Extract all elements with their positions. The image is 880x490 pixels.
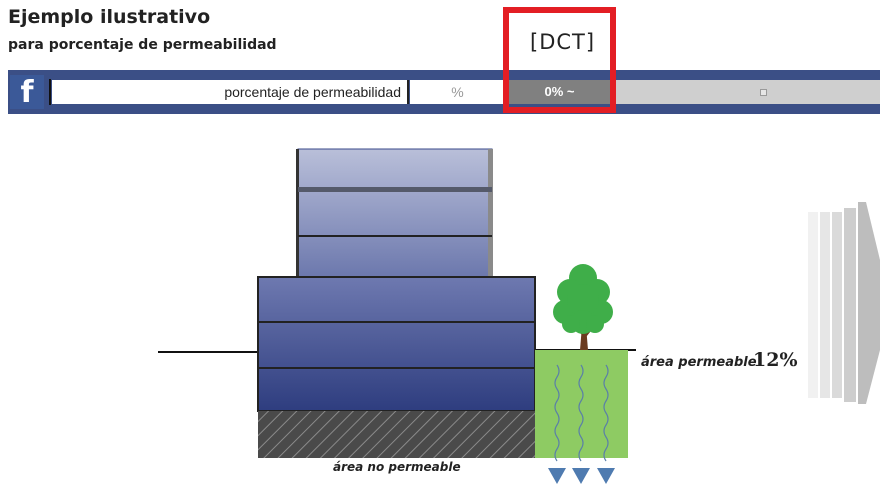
bar-empty-cell (616, 80, 880, 104)
building-upper (296, 148, 493, 278)
dct-label: [DCT] (530, 30, 596, 54)
unit-label: % (410, 80, 505, 104)
water-infiltration (554, 364, 609, 462)
highlight-box (503, 7, 616, 113)
page-subtitle: para porcentaje de permeabilidad (8, 37, 277, 53)
permeable-area-label: área permeable (641, 355, 757, 370)
water-arrows (548, 468, 615, 484)
small-square-icon (760, 89, 767, 96)
permeability-field-label: porcentaje de permeabilidad (52, 80, 409, 104)
permeable-area-percent: 12% (753, 349, 798, 371)
facebook-icon[interactable]: f (10, 75, 44, 110)
value-display: 0% ~ (509, 80, 610, 104)
tree-icon (553, 264, 613, 350)
page-title: Ejemplo ilustrativo (8, 6, 211, 28)
permeable-ground (535, 350, 628, 458)
non-permeable-area-label: área no permeable (333, 460, 461, 474)
divider (49, 79, 51, 105)
non-permeable-ground (258, 411, 535, 458)
next-arrow-icon (808, 202, 880, 404)
building-lower (257, 276, 536, 412)
